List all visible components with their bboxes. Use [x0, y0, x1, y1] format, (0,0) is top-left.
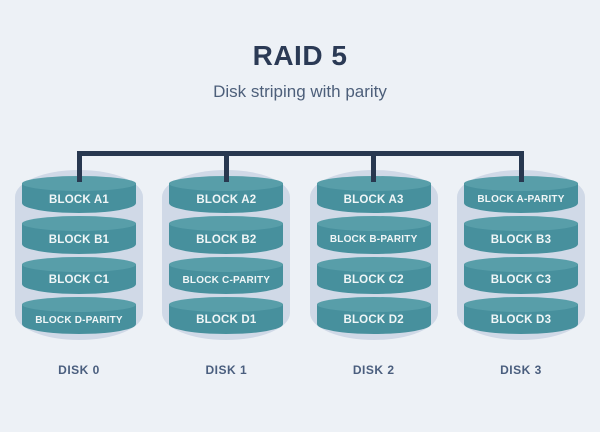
disk-label: DISK 2	[352, 363, 395, 377]
disk: BLOCK A2 BLOCK B2 BLOCK C-PARITY BLOCK D…	[162, 170, 291, 377]
disk-block: BLOCK B3	[463, 216, 578, 254]
block-top-ellipse	[316, 256, 431, 272]
block-label: BLOCK D-PARITY	[35, 314, 123, 326]
disk-cylinder: BLOCK A2 BLOCK B2 BLOCK C-PARITY BLOCK D…	[162, 170, 291, 340]
block-top-ellipse	[169, 256, 284, 272]
disk-block: BLOCK D-PARITY	[22, 296, 136, 334]
block-top-ellipse	[22, 296, 136, 312]
bus-horizontal-line	[79, 151, 521, 156]
block-label: BLOCK C1	[48, 274, 110, 287]
disk: BLOCK A-PARITY BLOCK B3 BLOCK C3 BLOCK D…	[456, 170, 585, 377]
block-label: BLOCK B-PARITY	[329, 234, 418, 246]
diagram-header: RAID 5 Disk striping with parity	[0, 0, 600, 101]
disk-label: DISK 0	[58, 363, 100, 377]
page-subtitle: Disk striping with parity	[213, 82, 387, 101]
block-top-ellipse	[22, 176, 136, 191]
page-title: RAID 5	[252, 40, 348, 71]
block-top-ellipse	[22, 216, 136, 232]
block-top-ellipse	[463, 176, 578, 191]
disk-block: BLOCK A3	[316, 176, 431, 214]
disk: BLOCK A3 BLOCK B-PARITY BLOCK C2 BLOCK D…	[309, 170, 438, 377]
block-top-ellipse	[316, 216, 431, 232]
disk-block: BLOCK C3	[463, 256, 578, 294]
block-top-ellipse	[316, 296, 431, 312]
block-top-ellipse	[169, 216, 284, 232]
disk-label: DISK 1	[205, 363, 248, 377]
disk-block: BLOCK D1	[169, 296, 284, 334]
block-label: BLOCK A2	[196, 193, 257, 206]
block-top-ellipse	[463, 256, 578, 272]
disk-block: BLOCK A1	[22, 176, 136, 214]
block-label: BLOCK C-PARITY	[182, 274, 271, 286]
disk-block: BLOCK D2	[316, 296, 431, 334]
disk-cylinder: BLOCK A3 BLOCK B-PARITY BLOCK C2 BLOCK D…	[309, 170, 438, 340]
block-label: BLOCK A1	[49, 193, 109, 206]
block-label: BLOCK C2	[343, 274, 404, 287]
disk-block: BLOCK B1	[22, 216, 136, 254]
disk-array: BLOCK A1 BLOCK B1 BLOCK C1 BLOCK D-PARIT…	[15, 170, 585, 377]
disk-block: BLOCK B-PARITY	[316, 216, 431, 254]
block-label: BLOCK B3	[490, 233, 552, 246]
block-top-ellipse	[22, 256, 136, 272]
disk-block: BLOCK C-PARITY	[169, 256, 284, 294]
block-label: BLOCK D2	[343, 314, 404, 327]
disk-cylinder: BLOCK A1 BLOCK B1 BLOCK C1 BLOCK D-PARIT…	[15, 170, 143, 340]
disk-label: DISK 3	[500, 363, 542, 377]
block-label: BLOCK B1	[48, 233, 110, 246]
disk: BLOCK A1 BLOCK B1 BLOCK C1 BLOCK D-PARIT…	[15, 170, 143, 377]
block-label: BLOCK B2	[196, 233, 257, 246]
block-label: BLOCK C3	[490, 274, 552, 287]
block-label: BLOCK A3	[343, 193, 404, 206]
block-top-ellipse	[463, 216, 578, 232]
disk-block: BLOCK A2	[169, 176, 284, 214]
disk-block: BLOCK C2	[316, 256, 431, 294]
disk-cylinder: BLOCK A-PARITY BLOCK B3 BLOCK C3 BLOCK D…	[456, 170, 585, 340]
block-top-ellipse	[463, 296, 578, 312]
block-label: BLOCK D3	[490, 314, 552, 327]
block-label: BLOCK A-PARITY	[477, 194, 565, 206]
disk-block: BLOCK A-PARITY	[463, 176, 578, 214]
disk-block: BLOCK C1	[22, 256, 136, 294]
block-top-ellipse	[169, 176, 284, 191]
disk-block: BLOCK B2	[169, 216, 284, 254]
disk-block: BLOCK D3	[463, 296, 578, 334]
block-label: BLOCK D1	[196, 314, 257, 327]
block-top-ellipse	[316, 176, 431, 191]
block-top-ellipse	[169, 296, 284, 312]
